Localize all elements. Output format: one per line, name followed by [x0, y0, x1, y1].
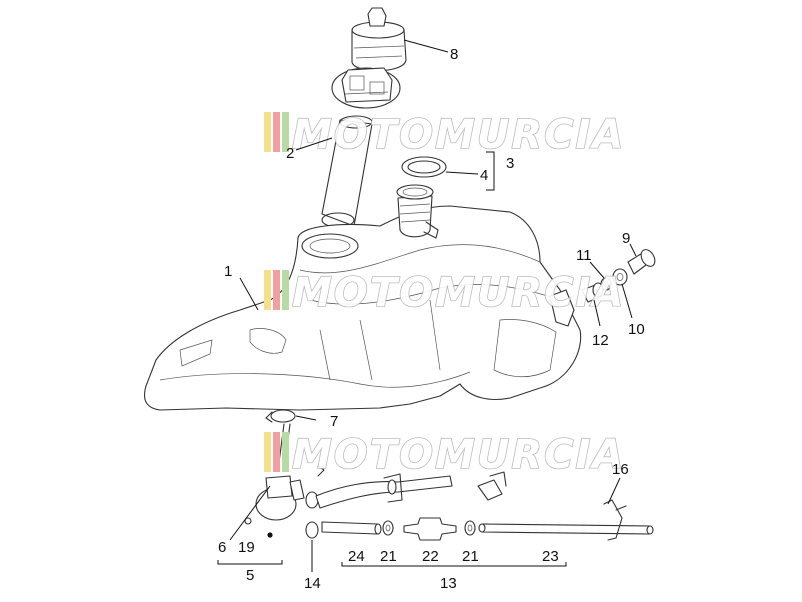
clamp-right — [464, 520, 476, 536]
svg-text:MOTOMURCIA: MOTOMURCIA — [292, 432, 625, 478]
part-number-2: 2 — [286, 145, 294, 162]
part-number-24: 24 — [348, 548, 365, 565]
part-number-16: 16 — [612, 461, 629, 478]
part-number-19: 19 — [238, 539, 255, 556]
part-number-10: 10 — [628, 321, 645, 338]
fuel-hose-upper — [315, 473, 453, 509]
part-number-9: 9 — [622, 230, 630, 247]
part-number-13: 13 — [440, 575, 457, 592]
part-number-11: 11 — [576, 247, 592, 264]
part-number-12: 12 — [592, 332, 609, 349]
part-number-8: 8 — [450, 46, 458, 63]
hose-short — [321, 521, 382, 535]
leader-lines — [217, 39, 637, 572]
part-number-labels: 8 2 3 4 1 9 11 10 12 7 16 6 19 24 21 22 … — [218, 46, 645, 592]
part-number-22: 22 — [422, 548, 439, 565]
part-number-21-left: 21 — [380, 548, 397, 565]
part-number-14: 14 — [304, 575, 321, 592]
svg-text:MOTOMURCIA: MOTOMURCIA — [292, 112, 625, 158]
watermark-top: MOTOMURCIA — [264, 111, 625, 159]
clamp-left — [382, 520, 394, 536]
bolt-assembly — [581, 249, 656, 303]
part-number-1: 1 — [224, 263, 232, 280]
part-number-6: 6 — [218, 539, 226, 556]
fuel-tank — [143, 184, 582, 411]
part-number-21-right: 21 — [462, 548, 479, 565]
part-number-3: 3 — [506, 155, 514, 172]
pipe-connector — [403, 517, 457, 541]
svg-text:MOTOMURCIA: MOTOMURCIA — [292, 270, 625, 316]
small-clip — [244, 517, 252, 525]
watermark-bottom: MOTOMURCIA — [264, 431, 625, 479]
long-pipe — [478, 523, 654, 535]
hose-clamp — [265, 409, 296, 423]
part-number-23: 23 — [542, 548, 559, 565]
watermark-middle: MOTOMURCIA — [264, 269, 625, 317]
part-number-4: 4 — [480, 167, 488, 184]
cap-lock-mechanism — [331, 67, 401, 109]
fuel-cap — [351, 7, 407, 72]
part-number-7: 7 — [330, 413, 338, 430]
seal-ring — [401, 156, 447, 178]
fuel-tap — [255, 423, 305, 538]
clip-pair — [477, 471, 507, 501]
part-number-5: 5 — [246, 567, 254, 584]
